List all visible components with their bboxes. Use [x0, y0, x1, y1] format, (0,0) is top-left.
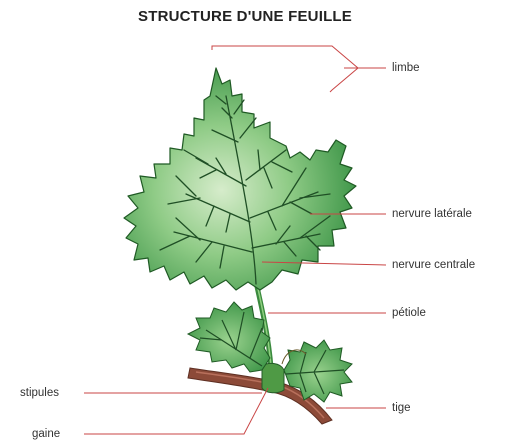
limbe-bracket [212, 46, 358, 92]
gaine-leader [84, 388, 268, 434]
sheath-shape [262, 363, 284, 392]
left-stipule-shape [188, 302, 270, 372]
label-petiole: pétiole [392, 306, 426, 320]
label-tige: tige [392, 401, 411, 415]
label-nervure-laterale: nervure latérale [392, 207, 472, 221]
label-nervure-centrale: nervure centrale [392, 258, 475, 272]
label-stipules: stipules [20, 386, 59, 400]
label-limbe: limbe [392, 61, 419, 75]
leaf-blade-shape [124, 68, 356, 290]
label-gaine: gaine [32, 427, 60, 441]
